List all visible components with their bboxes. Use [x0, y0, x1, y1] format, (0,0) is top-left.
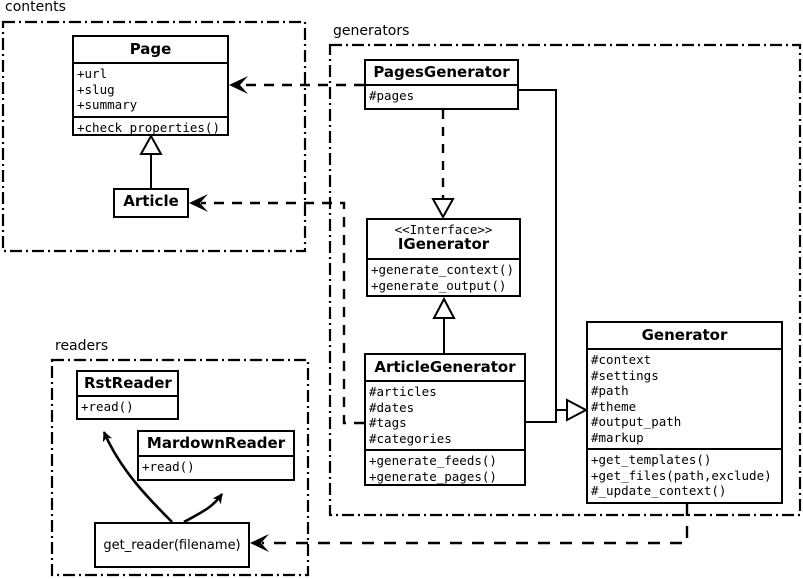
- class-box-generator[interactable]: Generator #context #settings #path #them…: [586, 321, 783, 504]
- class-attributes-articlegenerator: #articles #dates #tags #categories: [366, 380, 524, 449]
- class-name-mardownreader: MardownReader: [146, 434, 286, 452]
- operation: +get_files(path,exclude): [591, 467, 772, 483]
- package-border-readers: [50, 358, 310, 577]
- edge-pagesgenerator-depends-page: [229, 76, 364, 94]
- edge-article-to-page: [139, 133, 163, 188]
- edge-pagesgenerator-realizes-igenerator: [431, 110, 455, 220]
- attribute: #path: [591, 383, 629, 398]
- edge-articlegenerator-depends-article: [189, 194, 364, 425]
- operation: +generate_context(): [371, 262, 514, 278]
- class-name-igenerator: IGenerator: [397, 235, 490, 254]
- attribute: #dates: [369, 399, 415, 415]
- operation: +read(): [142, 459, 195, 474]
- package-label-contents: contents: [3, 0, 68, 15]
- class-name-pagesgenerator: PagesGenerator: [373, 63, 510, 81]
- class-operations-page: +check_properties(): [74, 115, 227, 139]
- function-box-get-reader[interactable]: get_reader(filename): [94, 522, 250, 568]
- class-box-igenerator[interactable]: <<Interface>> IGenerator +generate_conte…: [366, 218, 521, 297]
- function-label-get-reader: get_reader(filename): [103, 537, 241, 553]
- class-box-rstreader[interactable]: RstReader +read(): [76, 370, 179, 420]
- class-operations-rstreader: +read(): [78, 395, 177, 418]
- package-border-generators: [328, 43, 802, 517]
- class-stereotype-igenerator: <<Interface>>: [394, 222, 493, 237]
- class-attributes-generator: #context #settings #path #theme #output_…: [588, 348, 781, 448]
- attribute: #context: [591, 352, 652, 367]
- operation: +read(): [81, 399, 134, 414]
- attribute: +slug: [77, 81, 115, 97]
- class-operations-generator: +get_templates() +get_files(path,exclude…: [588, 448, 781, 502]
- class-box-page[interactable]: Page +url +slug +summary +check_properti…: [72, 35, 229, 136]
- edge-generator-depends-getreader: [250, 504, 689, 552]
- edge-getreader-to-mardownreader: [183, 493, 224, 524]
- operation: +get_templates(): [591, 452, 712, 467]
- class-attributes-pagesgenerator: #pages: [366, 84, 517, 107]
- class-operations-articlegenerator: +generate_feeds() +generate_pages(): [366, 449, 524, 487]
- package-label-generators: generators: [331, 23, 412, 39]
- class-header-igenerator: <<Interface>> IGenerator: [368, 220, 519, 258]
- attribute: +summary: [77, 97, 138, 112]
- class-box-article[interactable]: Article: [113, 188, 189, 218]
- attribute: #pages: [369, 88, 415, 103]
- operation: +generate_feeds(): [369, 453, 497, 468]
- class-name-generator: Generator: [641, 326, 728, 344]
- operation: +generate_pages(): [369, 468, 497, 484]
- edge-getreader-to-rstreader: [102, 431, 173, 523]
- edge-articlegenerator-generalizes-igenerator: [432, 296, 456, 353]
- attribute: #markup: [591, 429, 644, 445]
- class-name-articlegenerator: ArticleGenerator: [374, 358, 516, 376]
- operation: #_update_context(): [591, 483, 727, 498]
- class-name-article: Article: [123, 192, 179, 210]
- package-border-contents: [1, 20, 307, 253]
- class-operations-mardownreader: +read(): [139, 455, 293, 478]
- attribute: +url: [77, 66, 108, 81]
- attribute: #theme: [591, 398, 637, 414]
- attribute: #output_path: [591, 414, 682, 429]
- class-operations-igenerator: +generate_context() +generate_output(): [368, 258, 519, 296]
- class-name-page: Page: [129, 40, 172, 58]
- edge-generators-generalize-generator: [519, 89, 589, 423]
- operation: +generate_output(): [371, 277, 507, 293]
- attribute: #settings: [591, 367, 659, 383]
- attribute: #tags: [369, 415, 407, 430]
- attribute: #articles: [369, 384, 437, 399]
- class-attributes-page: +url +slug +summary: [74, 62, 227, 116]
- attribute: #categories: [369, 430, 452, 446]
- class-box-mardownreader[interactable]: MardownReader +read(): [137, 430, 295, 481]
- package-label-readers: readers: [53, 338, 111, 354]
- operation: +check_properties(): [77, 119, 220, 135]
- class-box-pagesgenerator[interactable]: PagesGenerator #pages: [364, 59, 519, 110]
- class-box-articlegenerator[interactable]: ArticleGenerator #articles #dates #tags …: [364, 353, 526, 486]
- class-name-rstreader: RstReader: [84, 374, 172, 392]
